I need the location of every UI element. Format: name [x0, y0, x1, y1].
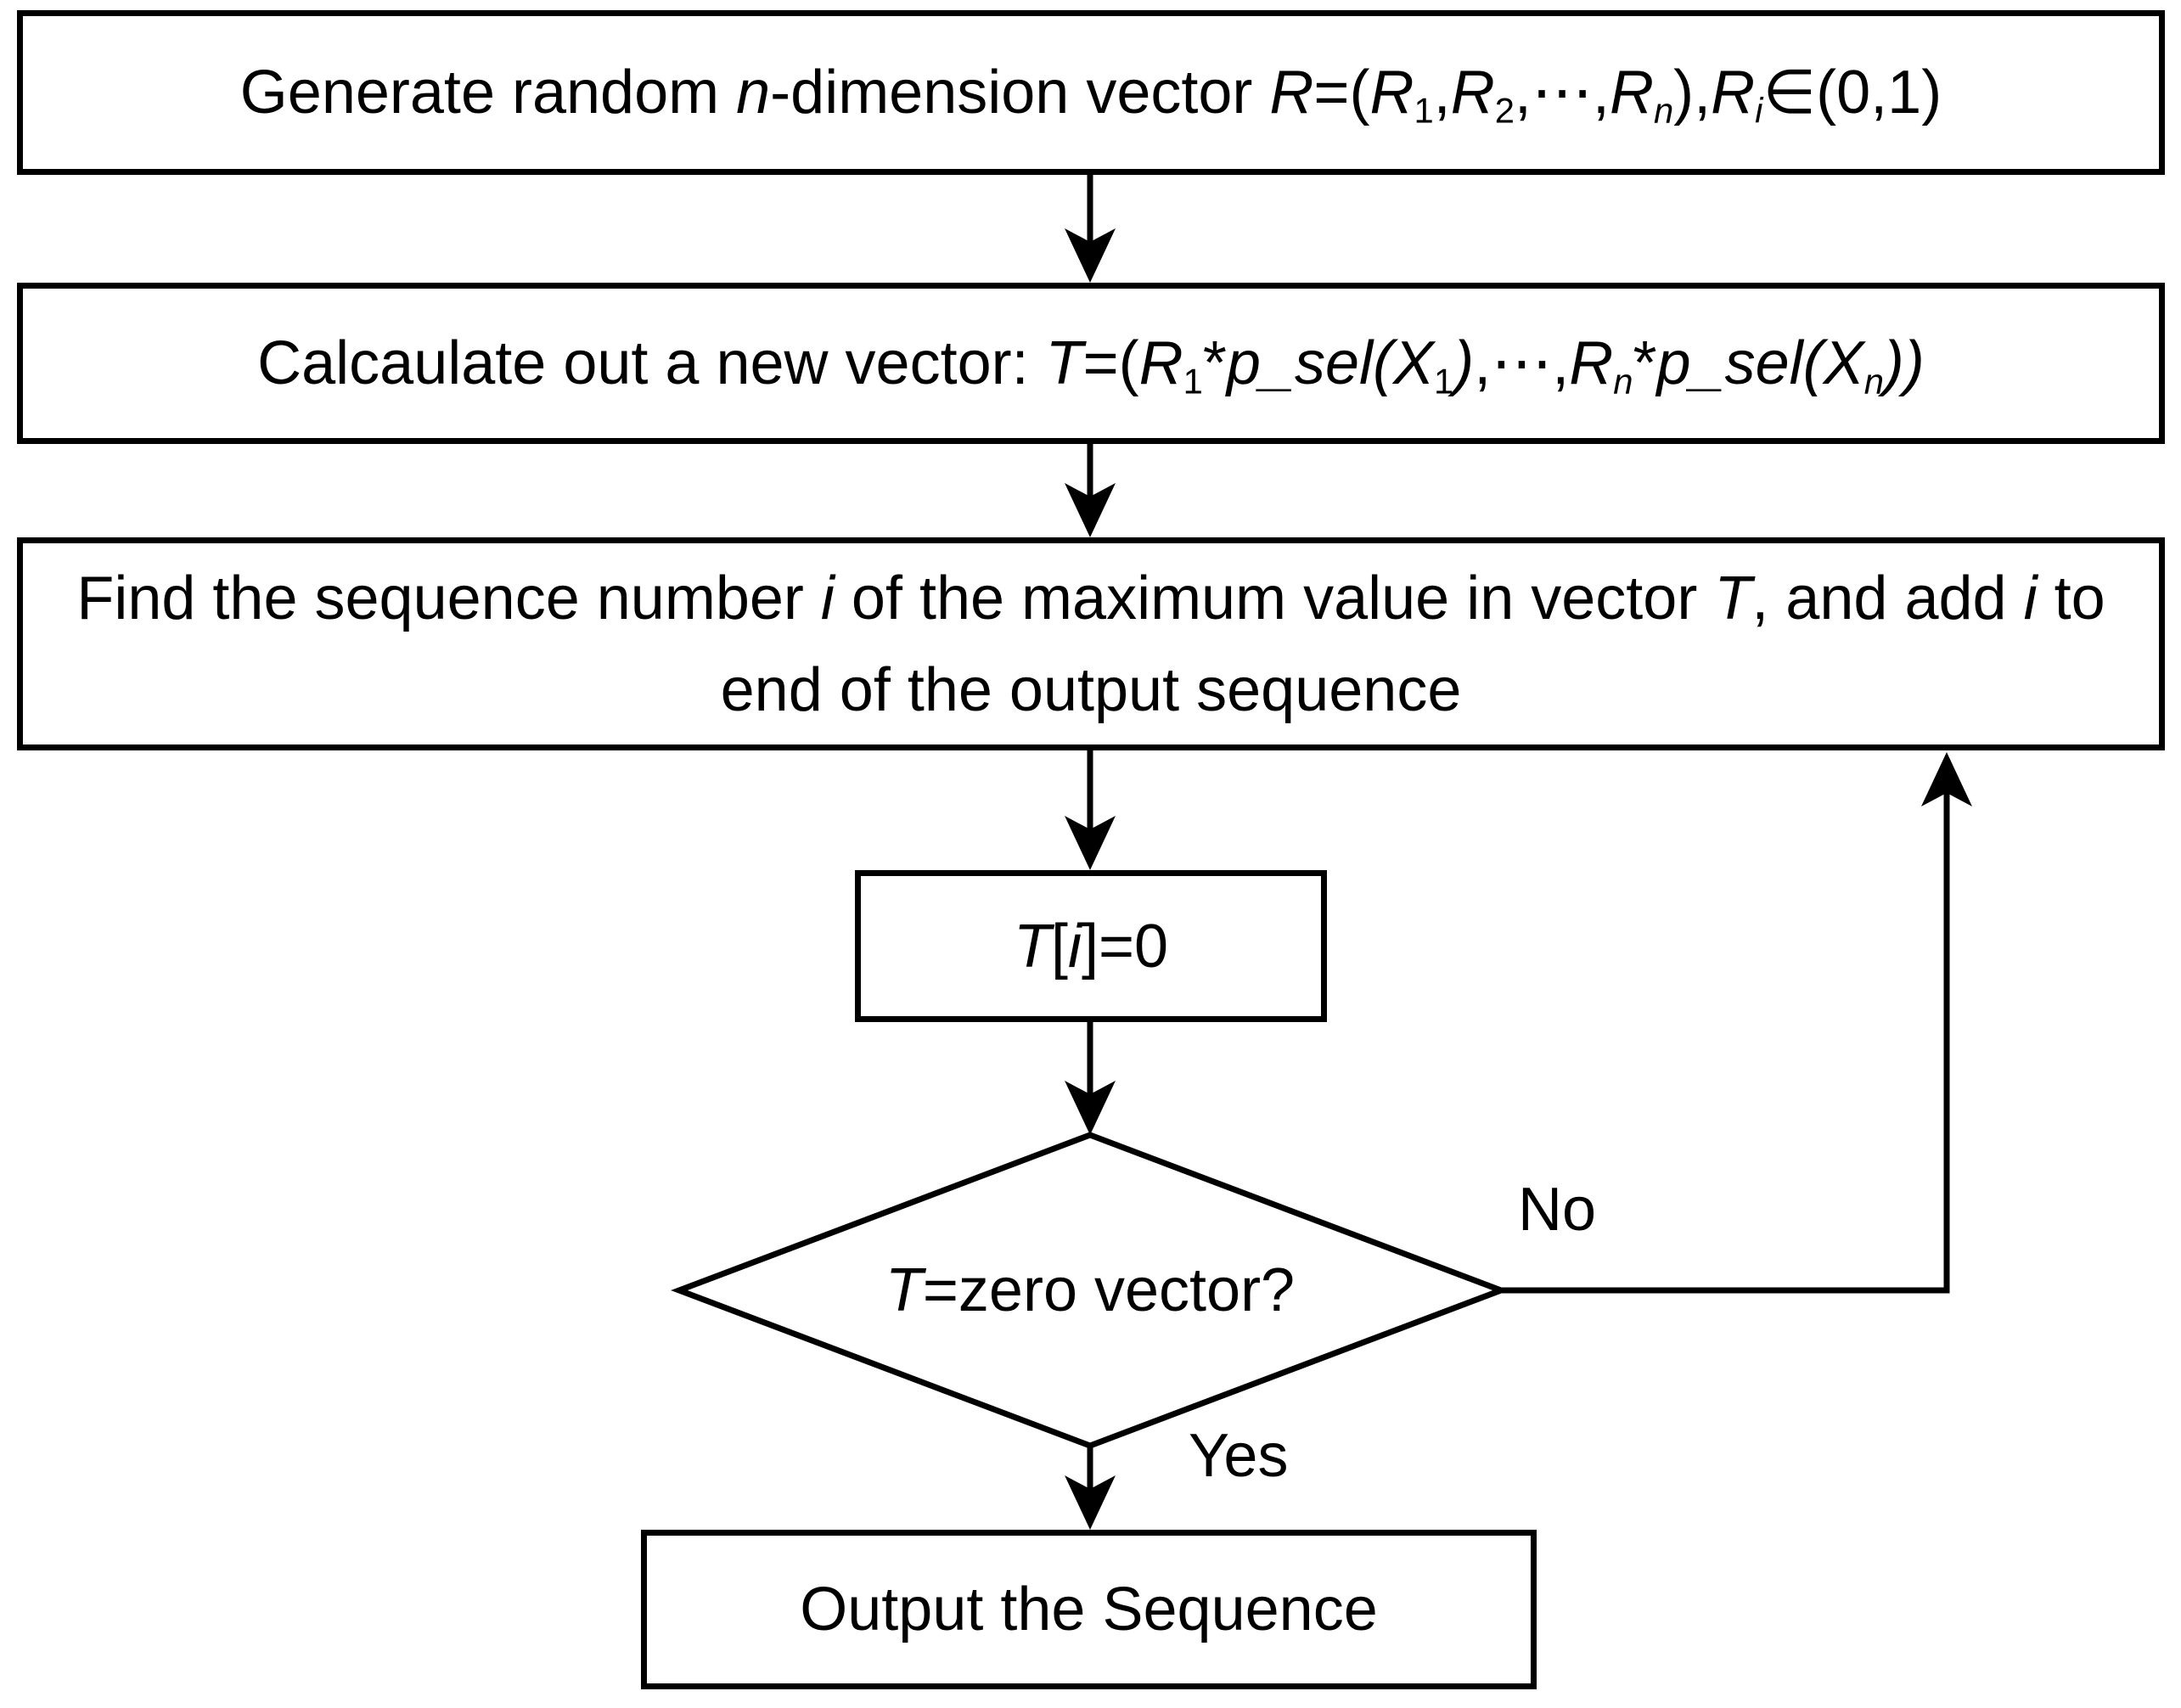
text-segment: X [1823, 329, 1864, 397]
text-segment: 1 [1183, 361, 1203, 402]
text-segment: n [1653, 90, 1674, 131]
text-segment: 1 [1414, 90, 1434, 131]
text-segment: ), [1673, 59, 1712, 126]
text-segment: ∈(0,1) [1762, 59, 1942, 126]
text-segment: R [1609, 59, 1654, 126]
arrowhead-reset-to-decision [1065, 1081, 1116, 1135]
text-segment: 1 [1434, 361, 1454, 402]
edge-label-yes: Yes [1189, 1422, 1289, 1490]
text-segment: n [1613, 361, 1633, 402]
node-zero-vector-decision: T=zero vector? [708, 1222, 1472, 1358]
arrowhead-decision-to-output [1065, 1475, 1116, 1530]
text-segment: i [2023, 564, 2038, 632]
node-output-sequence: Output the Sequence [641, 1530, 1537, 1689]
text-segment: p_sel [1226, 329, 1374, 397]
text-segment: i [1755, 90, 1763, 131]
decision-label: T=zero vector? [885, 1244, 1295, 1336]
text-segment: Calcaulate out a new vector: [257, 329, 1046, 397]
text-segment: 2 [1494, 90, 1515, 131]
text-segment: ( [1802, 329, 1824, 397]
arrowhead-find-to-reset [1065, 816, 1116, 870]
text-segment: n [736, 59, 771, 126]
text-segment: T [1714, 564, 1752, 632]
text-segment: R [1269, 59, 1314, 126]
text-segment: p_sel [1656, 329, 1803, 397]
arrowhead-no-loop-to-find [1921, 752, 1972, 806]
text-segment: =( [1082, 329, 1139, 397]
text-segment: ,⋯, [1514, 59, 1610, 126]
text-segment: , and add [1751, 564, 2024, 632]
node-find-max-label: Find the sequence number i of the maximu… [61, 553, 2121, 736]
text-segment: Generate random [239, 59, 737, 126]
text-segment: [ [1050, 912, 1068, 980]
connector-decision-to-find-no-loop [1501, 793, 1950, 1294]
text-segment: )) [1883, 329, 1925, 397]
text-segment: , [1433, 59, 1451, 126]
node-output-label: Output the Sequence [800, 1564, 1378, 1655]
text-segment: T [1045, 329, 1083, 397]
text-segment: n [1863, 361, 1884, 402]
text-segment: X [1393, 329, 1435, 397]
text-segment: =( [1313, 59, 1370, 126]
text-segment: * [1202, 329, 1227, 397]
edge-label-no: No [1518, 1176, 1597, 1244]
arrowhead-calculate-to-find [1065, 483, 1116, 537]
node-reset-label: T[i]=0 [1014, 901, 1168, 992]
node-generate-label: Generate random n-dimension vector R=(R1… [240, 47, 1942, 138]
node-generate-random-vector: Generate random n-dimension vector R=(R1… [17, 10, 2165, 175]
text-segment: R [1711, 59, 1756, 126]
text-segment: =zero vector? [922, 1256, 1296, 1324]
arrowhead-generate-to-calculate [1065, 228, 1116, 283]
text-segment: ]=0 [1081, 912, 1169, 980]
text-segment: R [1569, 329, 1614, 397]
node-calculate-label: Calcaulate out a new vector: T=(R1*p_sel… [257, 317, 1925, 409]
node-reset-element: T[i]=0 [855, 870, 1327, 1022]
text-segment: R [1369, 59, 1414, 126]
text-segment: R [1450, 59, 1495, 126]
text-segment: Find the sequence number [76, 564, 821, 632]
text-segment: i [1067, 912, 1082, 980]
text-segment: T [885, 1256, 923, 1324]
text-segment: ) [1453, 329, 1475, 397]
text-segment: of the maximum value in vector [834, 564, 1715, 632]
text-segment: * [1633, 329, 1657, 397]
text-segment: ,⋯, [1474, 329, 1570, 397]
node-calculate-new-vector: Calcaulate out a new vector: T=(R1*p_sel… [17, 283, 2165, 444]
text-segment: -dimension vector [770, 59, 1270, 126]
text-segment: R [1138, 329, 1183, 397]
text-segment: T [1013, 912, 1051, 980]
text-segment: ( [1373, 329, 1394, 397]
node-find-max-index: Find the sequence number i of the maximu… [17, 537, 2165, 750]
text-segment: to end of the output sequence [720, 564, 2105, 724]
text-segment: i [820, 564, 835, 632]
text-segment: Output the Sequence [800, 1576, 1378, 1643]
